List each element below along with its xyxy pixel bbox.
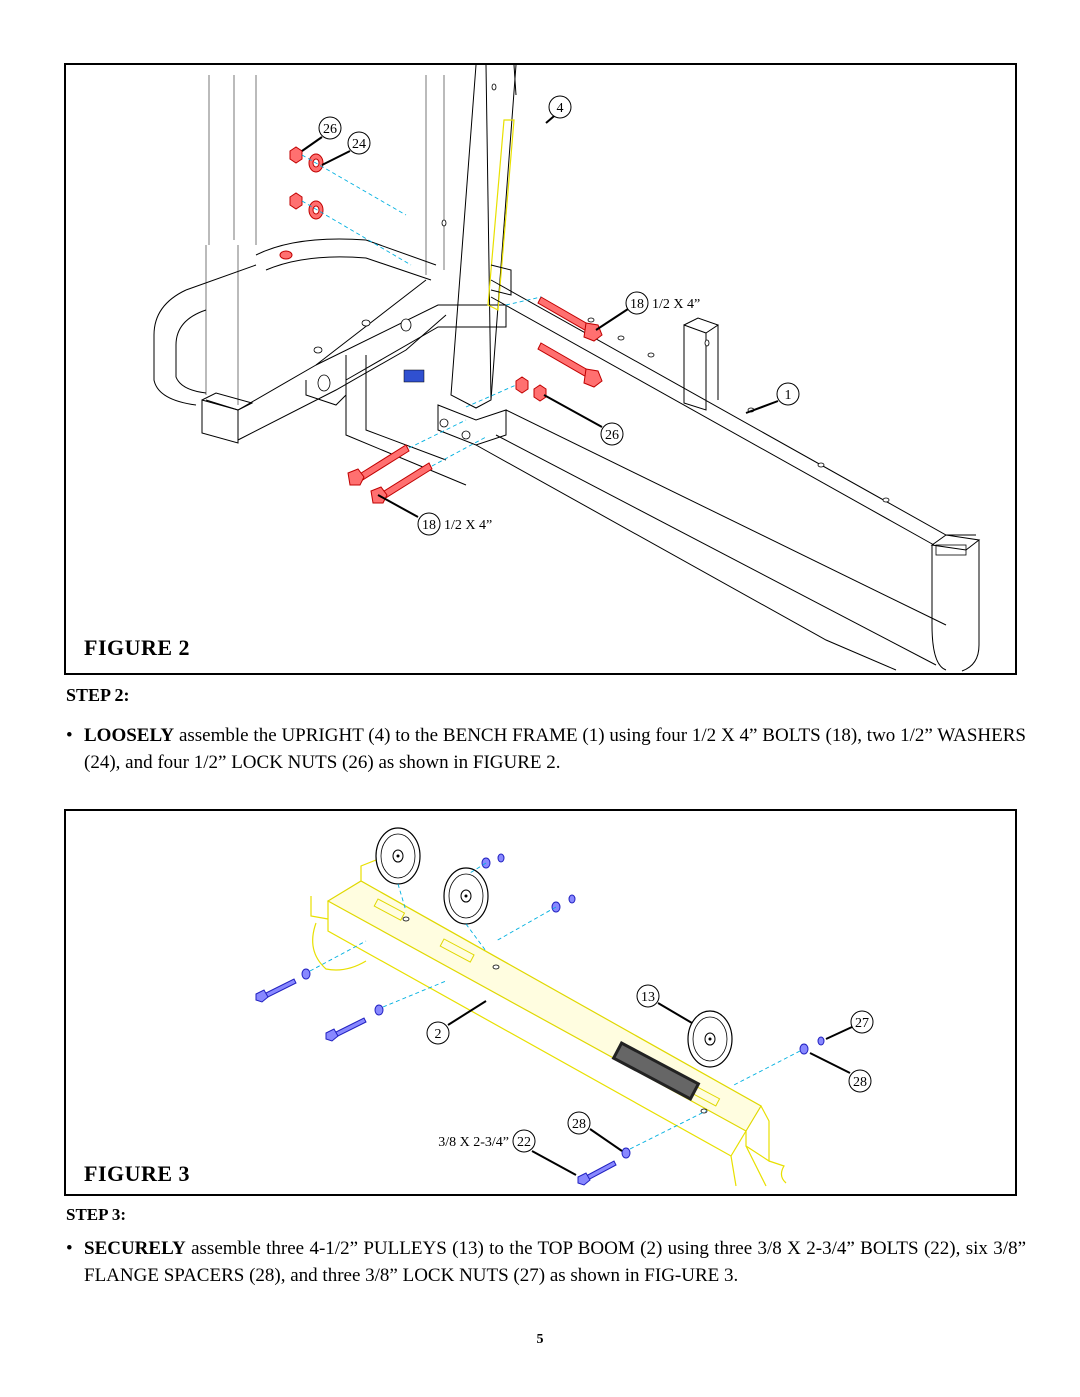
step-3-heading: STEP 3: <box>66 1205 126 1224</box>
callout-washer: 24 <box>321 131 371 166</box>
callout-pulley: 13 <box>636 984 693 1024</box>
bullet-icon: • <box>66 725 73 746</box>
callout-front-bolt: 18 1/2 X 4” <box>377 494 492 536</box>
callout-spacer-bottom: 28 <box>567 1111 623 1152</box>
figure-2-panel: 4 26 24 18 1/2 X 4” 1 26 <box>64 63 1017 675</box>
callout-spacer-right: 28 <box>809 1052 872 1093</box>
callout-28-bottom-label: 28 <box>572 1117 586 1132</box>
callout-bolt: 22 3/8 X 2-3/4” <box>438 1129 577 1176</box>
callout-28-right-label: 28 <box>853 1075 867 1090</box>
figure-3-panel: 13 27 2 28 28 22 3/8 X 2-3/4” <box>64 809 1017 1196</box>
callout-22-size: 3/8 X 2-3/4” <box>438 1135 509 1150</box>
callout-18-rear-size: 1/2 X 4” <box>652 297 700 312</box>
figure-2-drawing: 4 26 24 18 1/2 X 4” 1 26 <box>153 65 981 672</box>
callout-26-front-label: 26 <box>605 428 619 443</box>
pulley-2 <box>443 867 489 952</box>
top-hardware <box>279 146 412 266</box>
step-2-text: assemble the UPRIGHT (4) to the BENCH FR… <box>84 725 1026 773</box>
callout-18-rear-label: 18 <box>630 297 644 312</box>
step-3-instructions: • SECURELY assemble three 4-1/2” PULLEYS… <box>66 1235 1026 1289</box>
step-2-heading: STEP 2: <box>66 685 130 705</box>
pulley-1 <box>375 827 421 912</box>
pulley-3 <box>687 1010 733 1068</box>
callout-lock-nut: 27 <box>825 1010 874 1040</box>
callout-4-label: 4 <box>557 101 564 116</box>
callout-18-front-label: 18 <box>422 518 436 533</box>
boom-hardware <box>255 853 825 1186</box>
front-bolts <box>347 419 487 504</box>
callout-lock-nut-front: 26 <box>543 394 624 446</box>
callout-24-label: 24 <box>352 137 366 152</box>
cross-tube <box>305 304 507 486</box>
callout-upright: 4 <box>545 95 572 124</box>
callout-26-top-label: 26 <box>323 122 337 137</box>
bench-frame-part <box>475 279 981 672</box>
callout-22-label: 22 <box>517 1135 531 1150</box>
bullet-icon: • <box>66 1238 73 1259</box>
callout-27-label: 27 <box>855 1016 869 1031</box>
callout-lock-nut-top: 26 <box>301 116 342 152</box>
figure-3-caption: FIGURE 3 <box>84 1161 191 1186</box>
figure-3-drawing: 13 27 2 28 28 22 3/8 X 2-3/4” <box>255 827 874 1187</box>
rear-frame <box>153 75 447 444</box>
callout-rear-bolt: 18 1/2 X 4” <box>595 291 700 331</box>
step-3-text: assemble three 4-1/2” PULLEYS (13) to th… <box>84 1238 1026 1286</box>
rear-bolts <box>465 296 603 408</box>
callout-bench-frame: 1 <box>745 382 800 414</box>
step-2-instructions: • LOOSELY assemble the UPRIGHT (4) to th… <box>66 722 1026 776</box>
page-number: 5 <box>536 1332 544 1347</box>
upright-part <box>437 65 517 446</box>
callout-top-boom: 2 <box>426 1000 487 1045</box>
figure-2-caption: FIGURE 2 <box>84 635 191 660</box>
callout-1-label: 1 <box>785 388 792 403</box>
callout-2-label: 2 <box>435 1027 442 1042</box>
callout-13-label: 13 <box>641 990 655 1005</box>
step-2-emphasis: LOOSELY <box>84 725 175 746</box>
step-3-emphasis: SECURELY <box>84 1238 186 1259</box>
top-boom-part <box>310 855 787 1187</box>
callout-18-front-size: 1/2 X 4” <box>444 518 492 533</box>
